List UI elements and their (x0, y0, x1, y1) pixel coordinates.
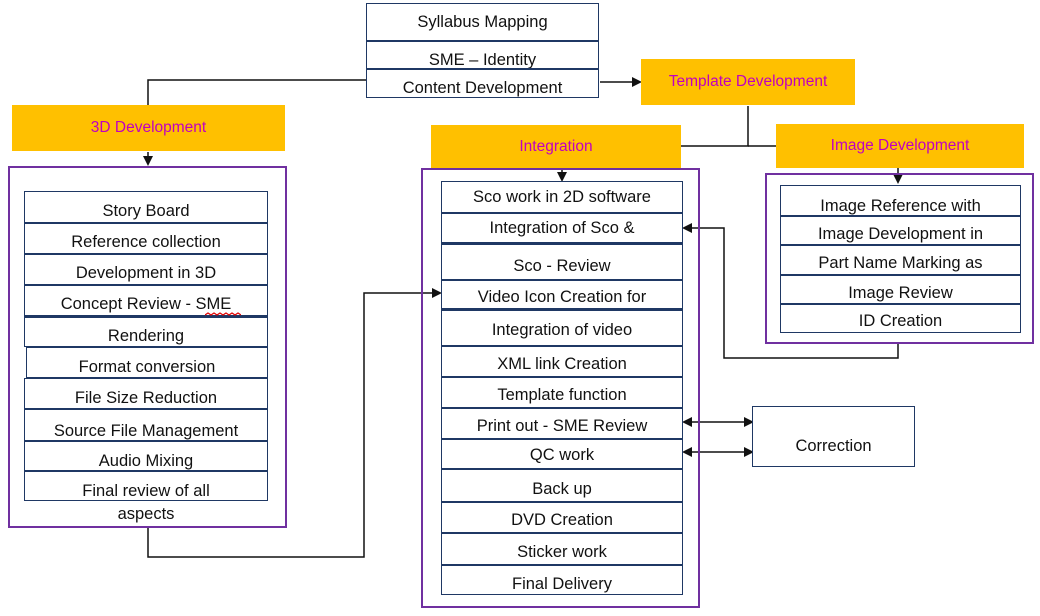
3d-item-source-file-management: Source File Management (24, 409, 268, 441)
integration-item-template-function: Template function (441, 377, 683, 408)
integration-item-sco-review: Sco - Review (441, 244, 683, 280)
3d-item-final-review: Final review of all (24, 471, 268, 501)
3d-item-format-conversion: Format conversion (26, 347, 268, 378)
connector-template-branch (680, 106, 749, 147)
integration-item-final-delivery: Final Delivery (441, 565, 683, 595)
3d-item-reference-collection: Reference collection (24, 223, 268, 254)
3d-item-final-review-continuation: aspects (117, 505, 175, 523)
header-image-development: Image Development (776, 124, 1024, 168)
correction-box: Correction (752, 406, 915, 467)
header-template-development: Template Development (641, 59, 855, 105)
3d-item-concept-review-sme: Concept Review - SME (24, 285, 268, 316)
integration-item-sco-work-2d: Sco work in 2D software (441, 181, 683, 213)
integration-item-integration-video: Integration of video (441, 310, 683, 346)
frame-3d-development (8, 166, 287, 528)
frame-integration (421, 168, 700, 608)
image-item-reference: Image Reference with (780, 185, 1021, 216)
image-item-development: Image Development in (780, 216, 1021, 245)
integration-item-dvd-creation: DVD Creation (441, 502, 683, 533)
integration-item-integration-sco: Integration of Sco & (441, 213, 683, 244)
top-item-sme-identity: SME – Identity (366, 41, 599, 69)
image-item-review: Image Review (780, 275, 1021, 304)
integration-item-print-out-sme-review: Print out - SME Review (441, 408, 683, 439)
3d-divider-thick (24, 315, 268, 318)
top-item-content-development: Content Development (366, 69, 599, 98)
connector-3d-to-integration (147, 288, 442, 558)
connector-top-to-3d (147, 79, 366, 106)
3d-item-file-size-reduction: File Size Reduction (24, 378, 268, 409)
3d-item-development-in-3d: Development in 3D (24, 254, 268, 285)
top-item-syllabus-mapping: Syllabus Mapping (366, 3, 599, 41)
integration-divider-thick-1 (441, 242, 683, 245)
frame-image-development (765, 173, 1034, 344)
image-item-id-creation: ID Creation (780, 304, 1021, 333)
connector-image-to-integration (682, 223, 899, 359)
integration-item-video-icon-creation: Video Icon Creation for (441, 280, 683, 310)
3d-item-story-board: Story Board (24, 191, 268, 223)
header-integration: Integration (431, 125, 681, 168)
integration-item-sticker-work: Sticker work (441, 533, 683, 565)
image-item-part-name-marking: Part Name Marking as (780, 245, 1021, 275)
3d-item-rendering: Rendering (24, 316, 268, 347)
header-3d-development: 3D Development (12, 105, 285, 151)
spellcheck-squiggle (205, 312, 241, 316)
integration-item-xml-link-creation: XML link Creation (441, 346, 683, 377)
integration-item-back-up: Back up (441, 469, 683, 502)
3d-item-audio-mixing: Audio Mixing (24, 441, 268, 471)
integration-item-qc-work: QC work (441, 439, 683, 469)
integration-divider-thick-2 (441, 308, 683, 311)
